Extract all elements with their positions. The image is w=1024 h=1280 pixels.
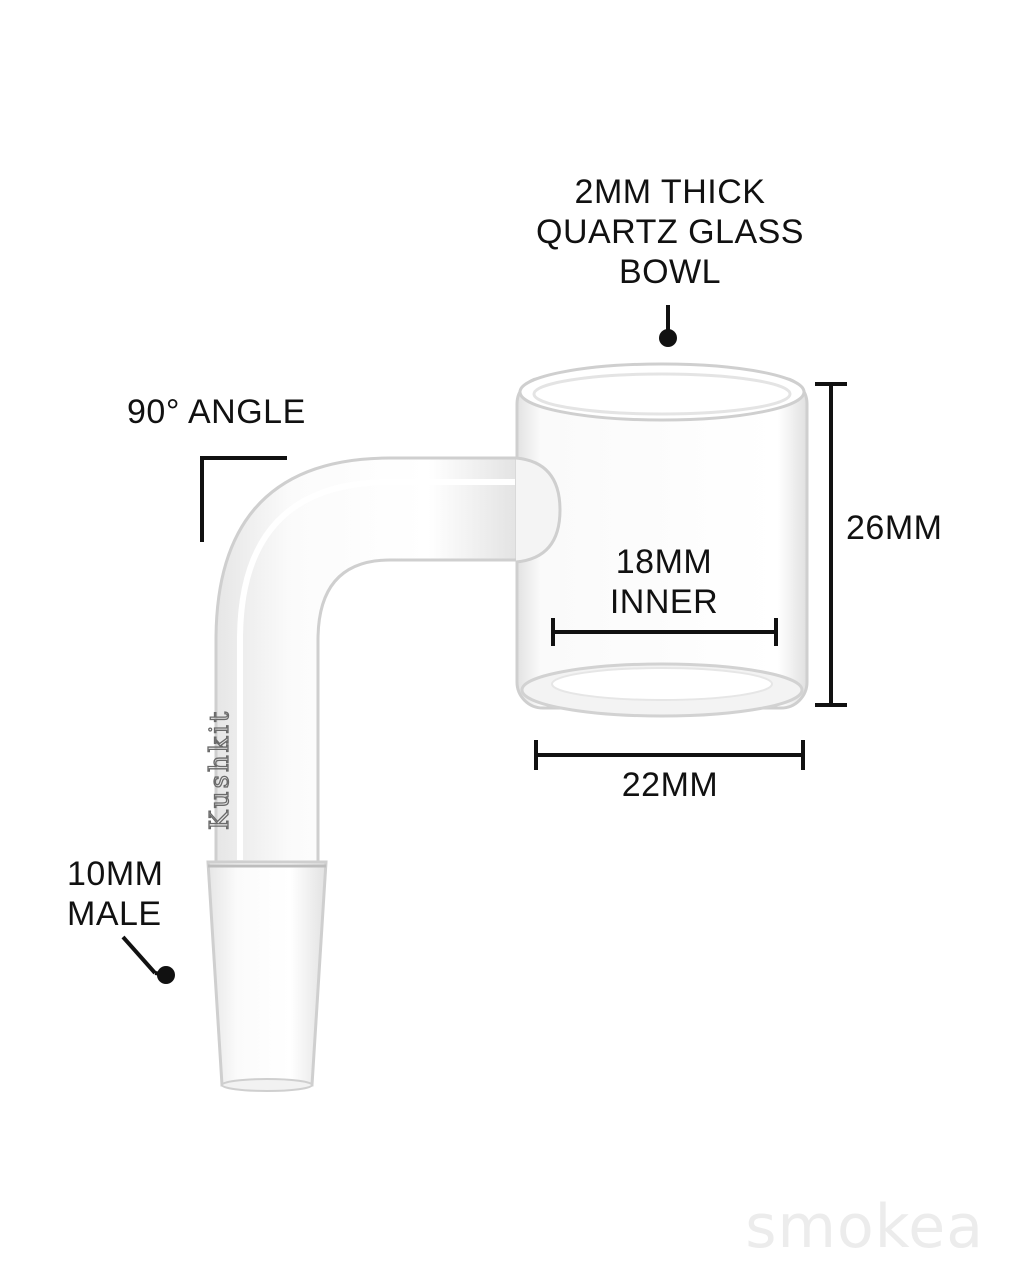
watermark-logo: smokea bbox=[745, 1192, 984, 1262]
width-callout: 22MM bbox=[621, 766, 719, 804]
weld-collar bbox=[515, 456, 562, 564]
bowl-callout: 2MM THICK QUARTZ GLASS BOWL bbox=[520, 172, 820, 292]
male-joint bbox=[206, 860, 328, 1087]
bowl-rim bbox=[518, 362, 806, 422]
bowl-callout-line-1: 2MM THICK bbox=[574, 173, 766, 211]
bowl-pointer-dot bbox=[659, 329, 677, 347]
bowl-callout-line-3: BOWL bbox=[618, 253, 722, 291]
banger-arm bbox=[214, 456, 522, 864]
svg-text:Kushkit: Kushkit bbox=[205, 709, 235, 830]
inner-callout-line-2: INNER bbox=[609, 583, 719, 621]
angle-marker bbox=[200, 456, 287, 542]
joint-end bbox=[221, 1078, 313, 1092]
joint-callout: 10MM MALE bbox=[67, 854, 163, 934]
arm-highlight bbox=[237, 479, 515, 860]
joint-callout-line-2: MALE bbox=[67, 895, 162, 933]
inner-callout-line-1: 18MM bbox=[615, 543, 713, 581]
joint-callout-line-1: 10MM bbox=[67, 855, 164, 893]
bowl-callout-line-2: QUARTZ GLASS bbox=[536, 213, 804, 251]
joint-pointer-dot bbox=[157, 966, 175, 984]
bowl-base-inner bbox=[551, 667, 773, 701]
bowl-rim-inner bbox=[532, 372, 792, 416]
height-callout: 26MM bbox=[846, 509, 943, 547]
angle-callout: 90° ANGLE bbox=[127, 393, 306, 431]
joint-pointer-line bbox=[121, 935, 157, 975]
engraved-logo: Kushkit bbox=[204, 708, 235, 831]
inner-callout: 18MM INNER bbox=[564, 542, 764, 622]
